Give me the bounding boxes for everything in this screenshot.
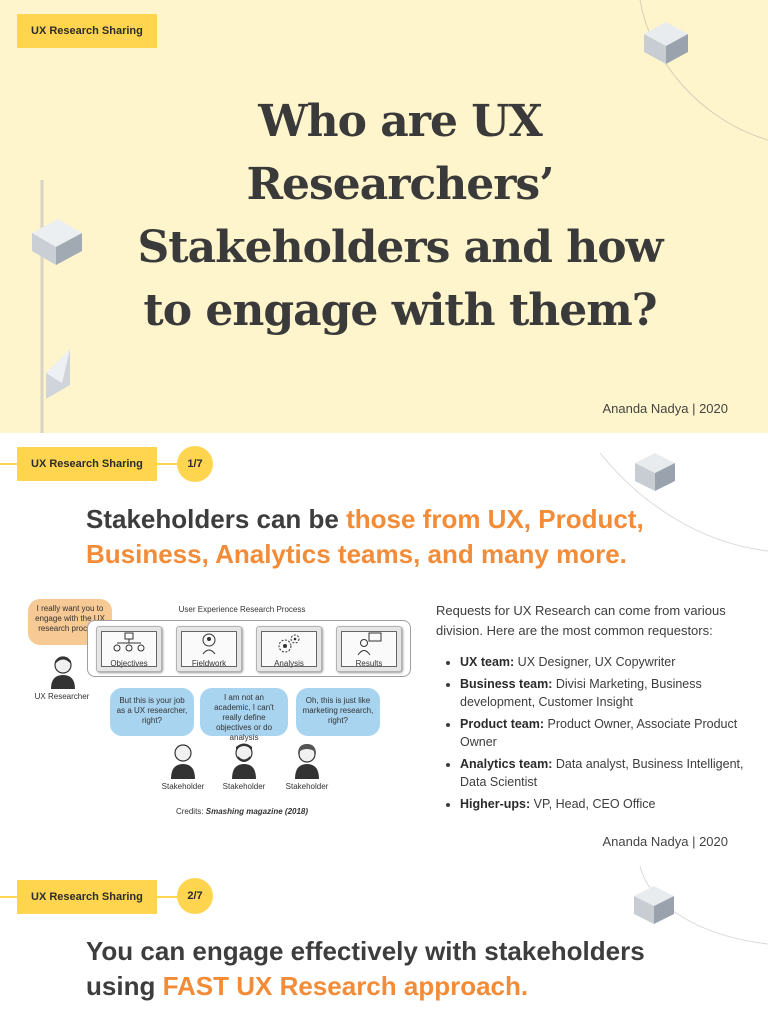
research-process-diagram: I really want you to engage with the UX … <box>12 593 417 863</box>
team-roles: Divisi Marketing, Business development, … <box>460 677 702 709</box>
cover-title: Who are UX Researchers’ Stakeholders and… <box>100 90 700 342</box>
step-label: Fieldwork <box>191 659 227 668</box>
team-name: Business team: <box>460 677 553 691</box>
step-label: Analysis <box>274 659 304 668</box>
credits-prefix: Credits: <box>175 807 206 816</box>
stakeholder-label: Stakeholder <box>285 782 329 791</box>
cube-icon <box>32 219 82 265</box>
section-tag: UX Research Sharing <box>17 880 157 914</box>
title-line: Stakeholders and how <box>137 222 664 273</box>
headline-text: You can engage effectively with stakehol… <box>86 936 645 966</box>
step-fieldwork: Fieldwork <box>176 626 242 672</box>
stakeholder-speech-bubble: Oh, this is just like marketing research… <box>296 688 380 736</box>
slide-headline: Stakeholders can be those from UX, Produ… <box>86 502 726 572</box>
page-number: 1/7 <box>177 446 213 482</box>
slide-fast-approach: UX Research Sharing 2/7 You can engage e… <box>0 866 768 1024</box>
stakeholder-avatar-icon <box>232 743 256 779</box>
headline-accent: those from UX, Product, Business, Analyt… <box>86 504 644 569</box>
cube-icon <box>635 453 675 491</box>
team-roles: UX Designer, UX Copywriter <box>514 655 676 669</box>
team-name: Analytics team: <box>460 757 553 771</box>
person-pin-icon <box>202 633 216 655</box>
stakeholder-speech-bubble: I am not an academic, I can't really def… <box>200 688 288 742</box>
team-name: Product team: <box>460 717 545 731</box>
title-line: to engage with them? <box>143 285 657 336</box>
team-roles: VP, Head, CEO Office <box>530 797 656 811</box>
process-title: User Experience Research Process <box>178 605 306 614</box>
section-tag: UX Research Sharing <box>17 14 157 48</box>
gears-icon <box>278 634 300 653</box>
decorative-curve <box>40 0 768 433</box>
author-byline: Ananda Nadya | 2020 <box>602 834 728 849</box>
step-analysis: Analysis <box>256 626 322 672</box>
headline-text: Stakeholders can be <box>86 504 347 534</box>
page-number: 2/7 <box>177 878 213 914</box>
headline-accent: FAST UX Research approach. <box>162 971 529 1001</box>
step-label: Objectives <box>110 659 148 668</box>
credits-source: Smashing magazine (2018) <box>205 807 309 816</box>
team-name: UX team: <box>460 655 515 669</box>
stakeholder-avatar-icon <box>171 744 195 779</box>
list-item: Higher-ups: VP, Head, CEO Office <box>460 795 756 813</box>
step-label: Results <box>355 659 383 668</box>
author-byline: Ananda Nadya | 2020 <box>602 401 728 416</box>
decorative-curve <box>599 452 768 552</box>
list-item: Analytics team: Data analyst, Business I… <box>460 755 756 791</box>
cube-icon <box>644 22 688 64</box>
team-name: Higher-ups: <box>460 797 531 811</box>
decorative-curve <box>639 866 768 945</box>
image-credits: Credits: Smashing magazine (2018) <box>132 807 352 816</box>
headline-text: using <box>86 971 163 1001</box>
cover-slide: UX Research Sharing Who are UX Researche… <box>0 0 768 433</box>
researcher-label: UX Researcher <box>34 692 90 701</box>
slide-headline: You can engage effectively with stakehol… <box>86 934 746 1004</box>
list-item: UX team: UX Designer, UX Copywriter <box>460 653 756 671</box>
hierarchy-icon <box>113 632 145 652</box>
researcher-avatar-icon <box>51 656 75 689</box>
requestors-section: Requests for UX Research can come from v… <box>436 601 756 817</box>
step-objectives: Objectives <box>96 626 162 672</box>
stakeholder-avatar-icon <box>295 744 319 779</box>
section-tag: UX Research Sharing <box>17 447 157 481</box>
presenter-icon <box>357 632 382 656</box>
step-results: Results <box>336 626 402 672</box>
prism-icon <box>46 349 70 399</box>
slide-stakeholders: UX Research Sharing 1/7 Stakeholders can… <box>0 433 768 866</box>
title-line: Researchers’ <box>246 159 554 210</box>
requestors-intro: Requests for UX Research can come from v… <box>436 603 726 638</box>
stakeholder-speech-bubble: But this is your job as a UX researcher,… <box>110 688 194 736</box>
process-steps-box: Objectives Fieldwork Analysis <box>87 620 411 677</box>
team-roles: Data analyst, Business Intelligent, Data… <box>460 757 744 789</box>
team-roles: Product Owner, Associate Product Owner <box>460 717 738 749</box>
requestors-list: UX team: UX Designer, UX Copywriter Busi… <box>436 653 756 813</box>
cube-icon <box>634 886 674 924</box>
stakeholder-label: Stakeholder <box>161 782 205 791</box>
list-item: Product team: Product Owner, Associate P… <box>460 715 756 751</box>
stakeholder-label: Stakeholder <box>222 782 266 791</box>
list-item: Business team: Divisi Marketing, Busines… <box>460 675 756 711</box>
title-line: Who are UX <box>258 96 543 147</box>
